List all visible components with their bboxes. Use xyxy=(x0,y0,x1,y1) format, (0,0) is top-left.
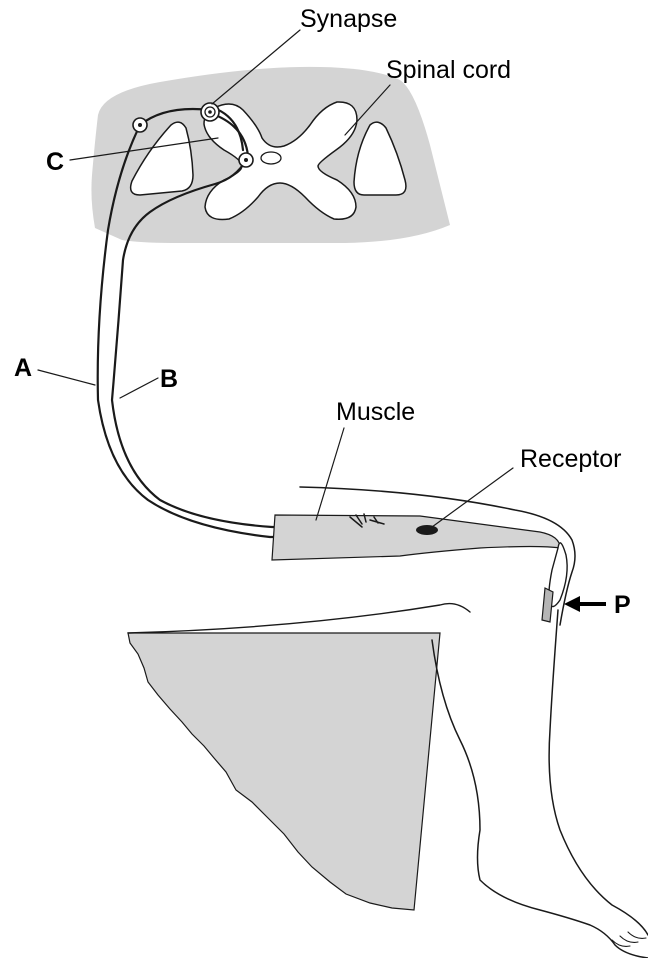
arrow-p xyxy=(564,596,606,612)
label-receptor: Receptor xyxy=(520,445,621,473)
receptor-organ xyxy=(416,525,438,535)
chair-seat xyxy=(128,633,440,910)
cell-body-b xyxy=(239,153,253,167)
label-a: A xyxy=(14,354,32,382)
label-spinal-cord: Spinal cord xyxy=(386,56,511,84)
muscle xyxy=(272,514,560,560)
label-c: C xyxy=(46,148,64,176)
label-muscle: Muscle xyxy=(336,398,415,426)
cell-body-a xyxy=(133,118,147,132)
label-b: B xyxy=(160,365,178,393)
label-p: P xyxy=(614,591,631,619)
label-synapse: Synapse xyxy=(300,5,397,33)
synapse-cell xyxy=(201,103,219,121)
